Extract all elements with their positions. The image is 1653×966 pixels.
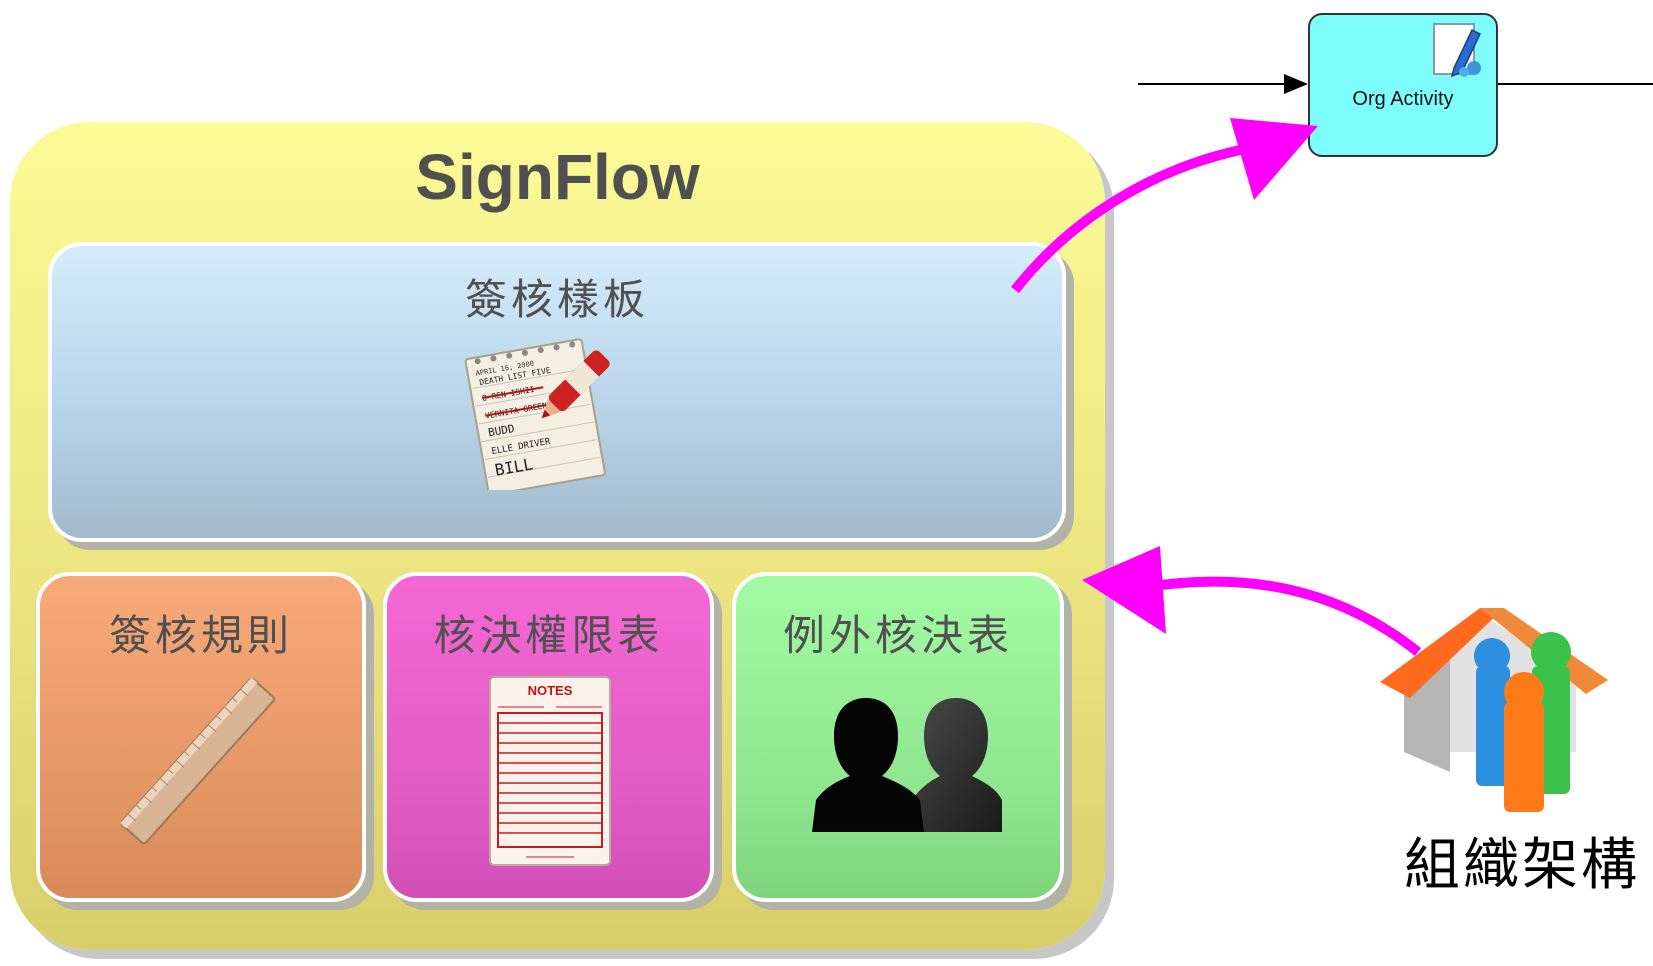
org-structure-label: 組織架構: [1404, 833, 1640, 898]
notes-pad-icon: NOTES: [489, 676, 611, 866]
people-silhouette-icon: [812, 698, 1002, 832]
ruler-icon: [120, 677, 275, 845]
signflow-title: SignFlow: [415, 141, 700, 213]
authority-panel-title: 核決權限表: [433, 611, 664, 660]
rules-panel: 簽核規則: [36, 572, 366, 902]
template-panel-title: 簽核樣板: [464, 275, 649, 324]
arrow-head-to-signflow: [1082, 546, 1166, 634]
flow-connector-lines: [1138, 74, 1653, 94]
org-activity-label: Org Activity: [1352, 88, 1454, 110]
checklist-item-3: BUDD: [487, 422, 515, 439]
arrow-head-to-activity: [1230, 118, 1318, 200]
exception-panel: 例外核決表: [732, 572, 1064, 902]
edit-document-icon: [1433, 23, 1481, 78]
exception-panel-title: 例外核決表: [782, 611, 1013, 660]
template-panel: 簽核樣板: [48, 242, 1066, 542]
checklist-icon: APRIL 16, 2000 DEATH LIST FIVE O-REN ISH…: [464, 338, 610, 490]
notes-header: NOTES: [528, 683, 573, 698]
org-structure-icon: [1380, 608, 1608, 812]
rules-panel-title: 簽核規則: [108, 611, 293, 660]
